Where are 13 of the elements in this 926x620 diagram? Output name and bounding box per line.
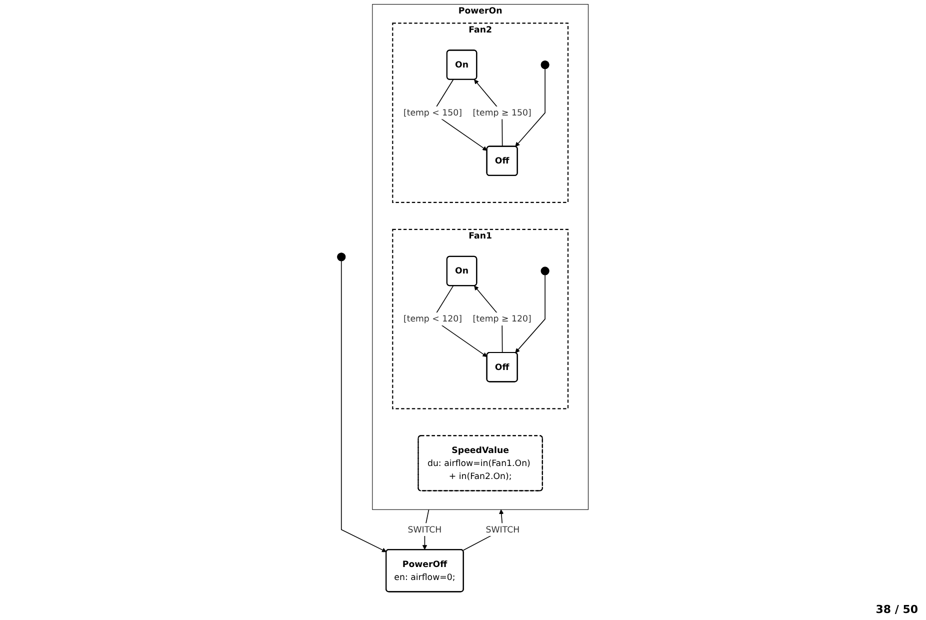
edge-label: [temp < 120] xyxy=(404,314,462,324)
arrow xyxy=(515,68,546,147)
arrow xyxy=(341,260,387,552)
edge-label: [temp ≥ 150] xyxy=(473,107,532,118)
edge-label: [temp < 150] xyxy=(404,107,462,118)
edge-label: SWITCH xyxy=(408,524,442,534)
node-circle xyxy=(540,266,550,276)
arrow xyxy=(515,274,546,354)
node-circle xyxy=(337,252,346,262)
edge-label: SWITCH xyxy=(486,524,520,534)
edge-label: [temp ≥ 120] xyxy=(473,314,532,324)
node-circle xyxy=(540,60,550,70)
page-number: 38 / 50 xyxy=(876,603,918,616)
